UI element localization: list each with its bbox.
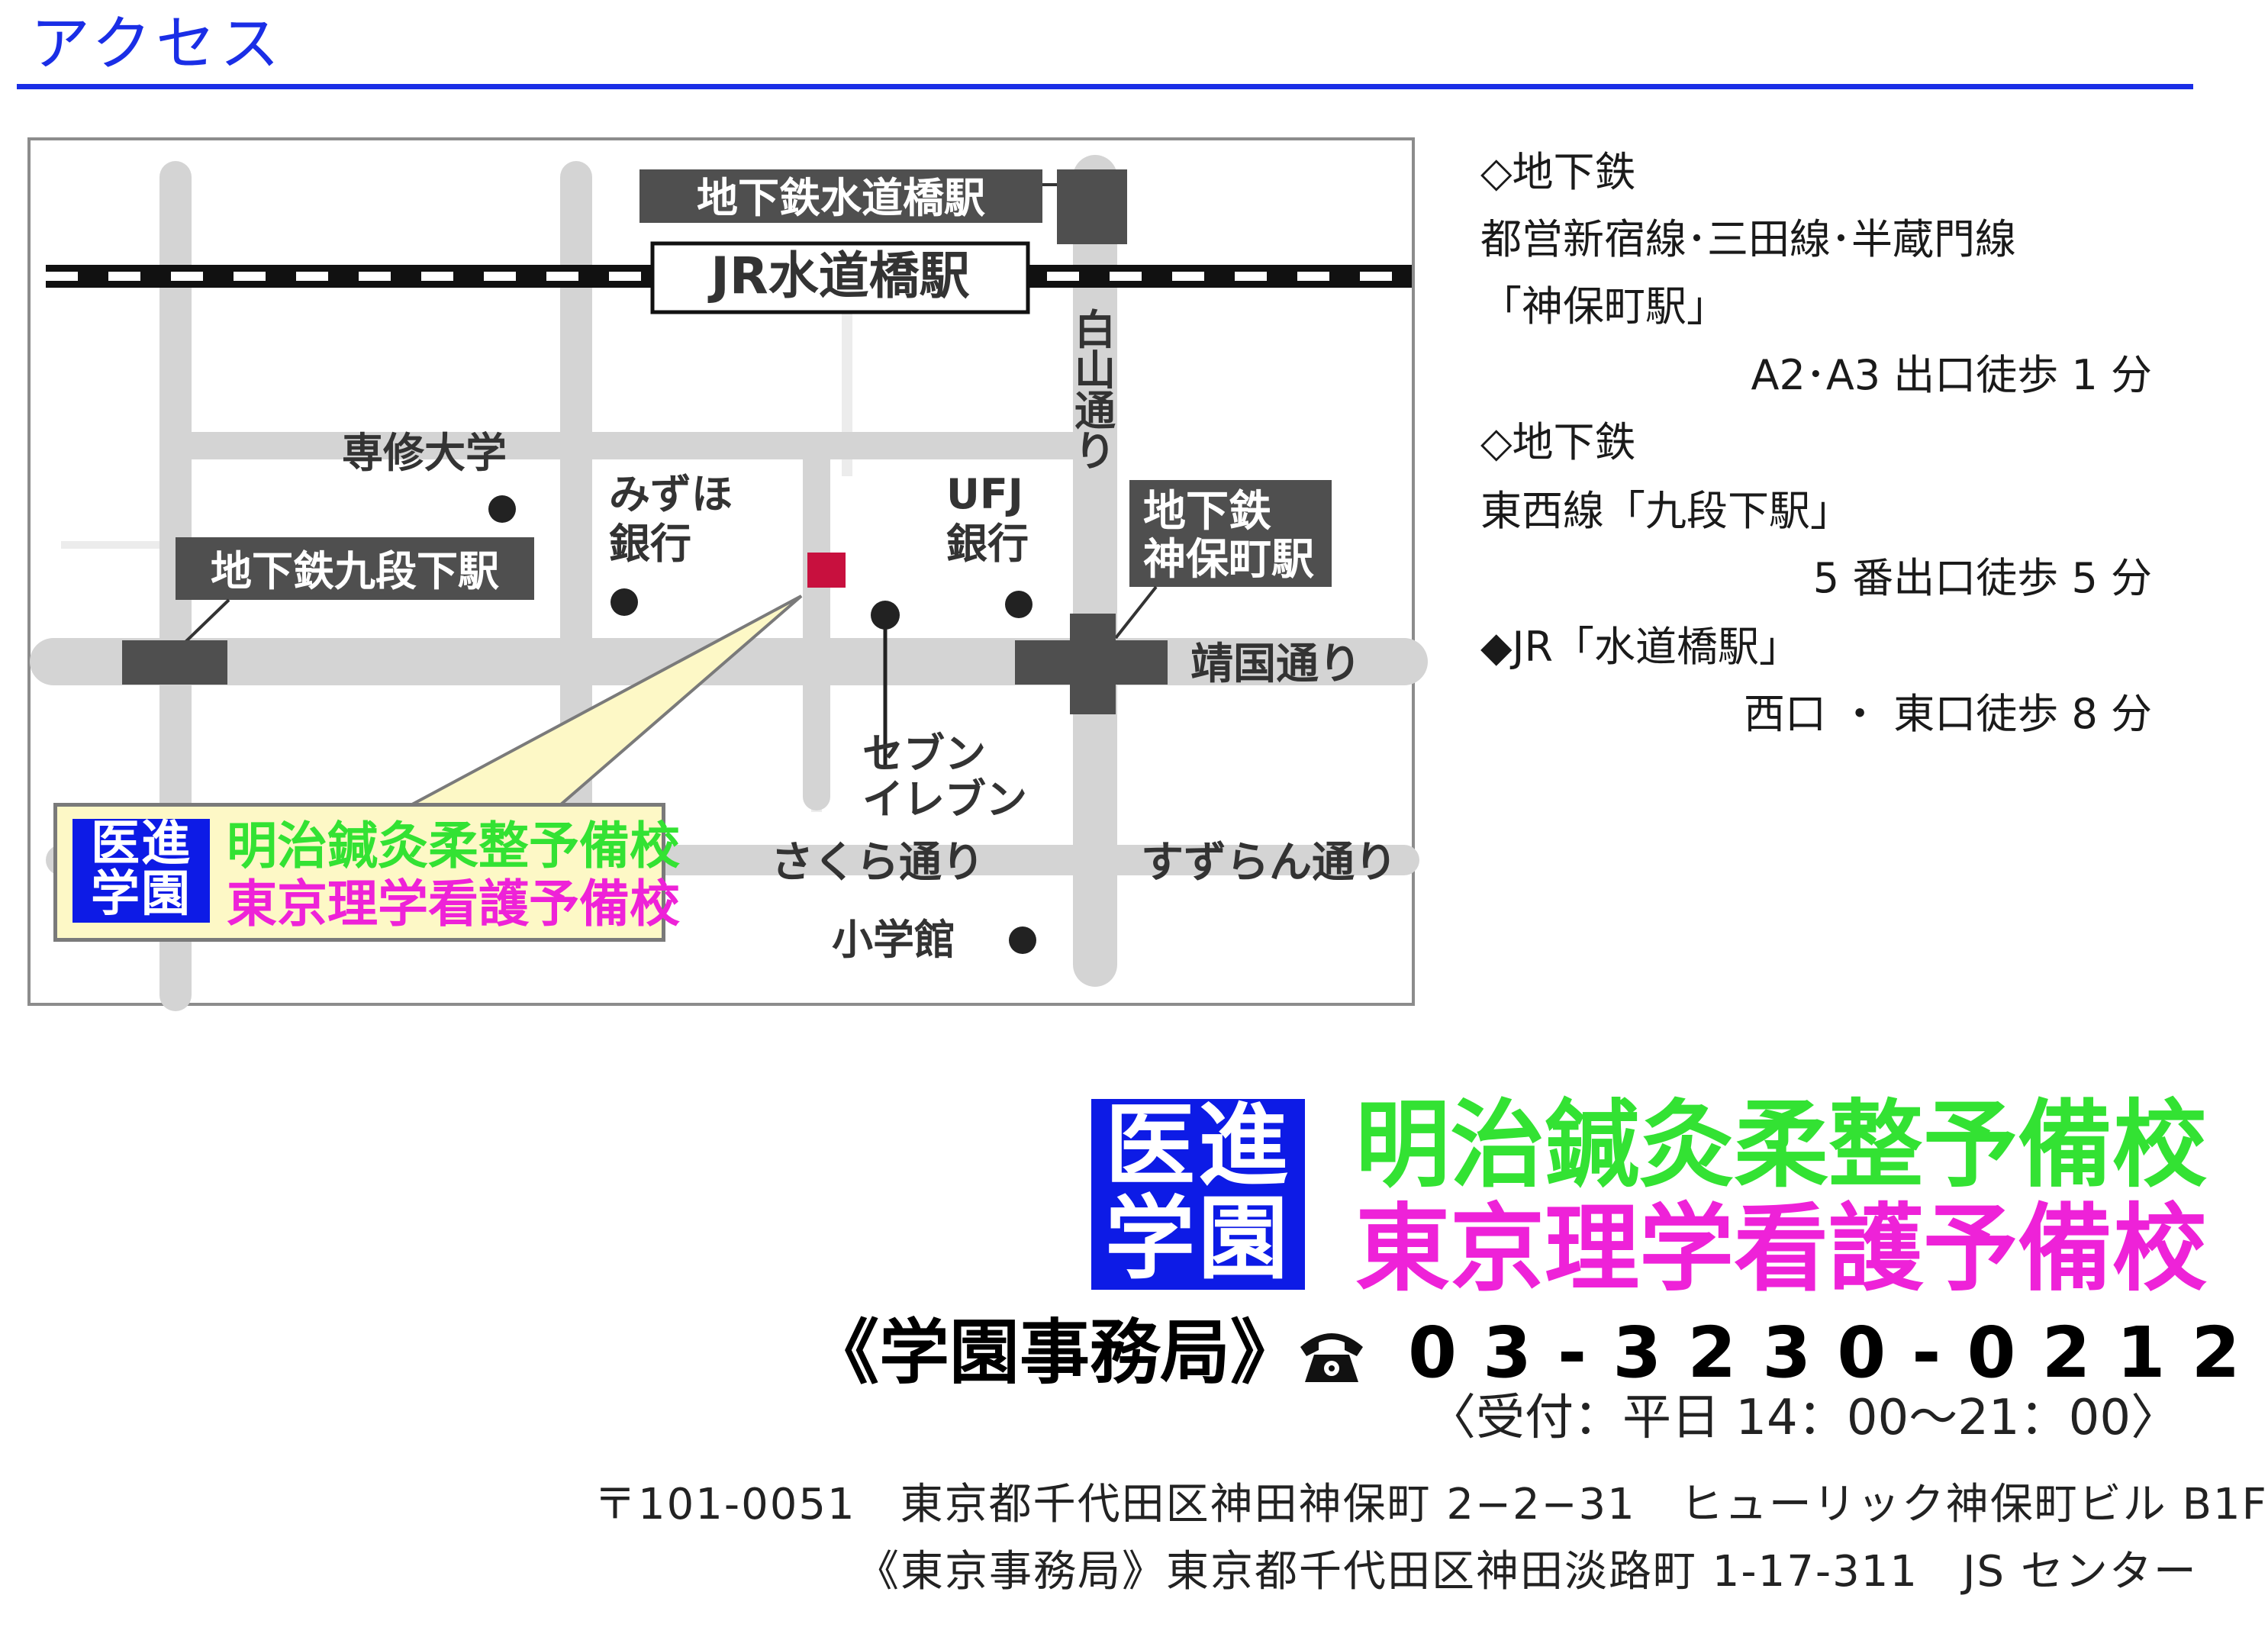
ufj-label-1: UFJ bbox=[946, 470, 1023, 518]
mizuho-label-2: 銀行 bbox=[609, 520, 691, 568]
callout-logo-badge: 医進 学園 bbox=[72, 819, 210, 923]
logo-badge: 医進 学園 bbox=[1091, 1099, 1305, 1290]
hakusan-street-label: 白 山 通 り bbox=[1074, 306, 1116, 475]
jr-station-box bbox=[650, 241, 1030, 314]
access-subway-walk-2: 5 番出口徒歩 5 分 bbox=[1812, 554, 2152, 602]
yasukuni-street-label: 靖国通り bbox=[1190, 640, 1361, 689]
access-map: JR水道橋駅 地下鉄水道橋駅 地下鉄九段下駅 地下鉄 神保町駅 白 山 通 り … bbox=[27, 137, 1428, 1011]
address-main: 〒101-0051 東京都千代田区神田神保町 2−2−31 ヒューリック神保町ビ… bbox=[594, 1480, 2268, 1529]
mizuho-label-1: みずほ bbox=[609, 470, 733, 518]
suzuran-street-label: すずらん通り bbox=[1141, 838, 1397, 888]
jimbocho-box bbox=[1129, 480, 1332, 587]
senshu-label: 専修大学 bbox=[342, 429, 507, 477]
sakura-street-label: さくら通り bbox=[771, 838, 984, 888]
telephone-icon bbox=[1300, 1333, 1363, 1382]
jimbocho-exit-v bbox=[1070, 614, 1116, 714]
hakusan-char-2: 山 bbox=[1074, 346, 1116, 395]
school-location-marker bbox=[807, 553, 846, 588]
seven-eleven-label-2: イレブン bbox=[862, 775, 1027, 823]
jr-station-label: JR水道橋駅 bbox=[707, 247, 969, 305]
subway-suidobashi-label: 地下鉄水道橋駅 bbox=[697, 174, 985, 222]
office-label: 《学園事務局》 bbox=[809, 1312, 1301, 1394]
mizuho-dot bbox=[610, 588, 638, 616]
shogakukan-label: 小学館 bbox=[832, 916, 955, 964]
ufj-label-2: 銀行 bbox=[946, 520, 1029, 568]
kudanshita-exit bbox=[122, 640, 227, 685]
hakusan-char-4: り bbox=[1074, 427, 1116, 475]
logo-school1: 明治鍼灸柔整予備校 bbox=[1355, 1091, 2208, 1200]
logo-school2: 東京理学看護予備校 bbox=[1355, 1194, 2208, 1304]
access-subway-station-1: 「神保町駅」 bbox=[1480, 282, 1728, 330]
school-callout: 医進 学園 明治鍼灸柔整予備校 東京理学看護予備校 bbox=[53, 803, 680, 942]
hakusan-char-1: 白 bbox=[1074, 306, 1116, 354]
jimbocho-label-2: 神保町駅 bbox=[1143, 535, 1314, 585]
callout-badge-line2: 学園 bbox=[91, 866, 192, 923]
callout-pointer bbox=[411, 595, 803, 806]
access-jr-heading: ◆JR「水道橋駅」 bbox=[1480, 623, 1800, 671]
seven-eleven-label-1: セブン bbox=[862, 730, 986, 778]
logo-badge-line2: 学園 bbox=[1104, 1186, 1291, 1291]
subway-suidobashi-box bbox=[639, 169, 1042, 223]
office-hours: 〈受付：平日 14：00〜21：00〉 bbox=[1427, 1390, 2180, 1446]
callout-school1: 明治鍼灸柔整予備校 bbox=[227, 817, 680, 875]
access-jr-walk: 西口 ・ 東口徒歩 8 分 bbox=[1743, 690, 2152, 738]
callout-school2: 東京理学看護予備校 bbox=[227, 875, 680, 933]
callout-badge-line1: 医進 bbox=[91, 816, 192, 872]
access-subway-walk-1: A2･A3 出口徒歩 1 分 bbox=[1751, 351, 2152, 399]
phone-number[interactable]: 03-3230-0212 bbox=[1408, 1312, 2266, 1394]
address-tokyo-office: 《東京事務局》東京都千代田区神田淡路町 1-17-311 JS センター bbox=[856, 1547, 2198, 1597]
jimbocho-label-1: 地下鉄 bbox=[1143, 487, 1271, 537]
logo-badge-line1: 医進 bbox=[1104, 1093, 1291, 1198]
subway-suidobashi-exit bbox=[1057, 169, 1127, 244]
hakusan-char-3: 通 bbox=[1074, 387, 1116, 435]
ufj-dot bbox=[1005, 591, 1033, 618]
kudanshita-box bbox=[176, 537, 534, 600]
access-subway-lines-1: 都営新宿線･三田線･半蔵門線 bbox=[1480, 215, 2016, 263]
kudanshita-label: 地下鉄九段下駅 bbox=[211, 547, 499, 595]
access-subway-lines-2: 東西線「九段下駅」 bbox=[1480, 487, 1851, 535]
shogakukan-dot bbox=[1009, 926, 1036, 954]
title-divider bbox=[17, 84, 2193, 89]
access-subway-heading-2: ◇地下鉄 bbox=[1480, 418, 1636, 466]
page-title: アクセス bbox=[31, 10, 285, 79]
access-subway-heading-1: ◇地下鉄 bbox=[1480, 148, 1636, 196]
senshu-dot bbox=[488, 495, 516, 523]
